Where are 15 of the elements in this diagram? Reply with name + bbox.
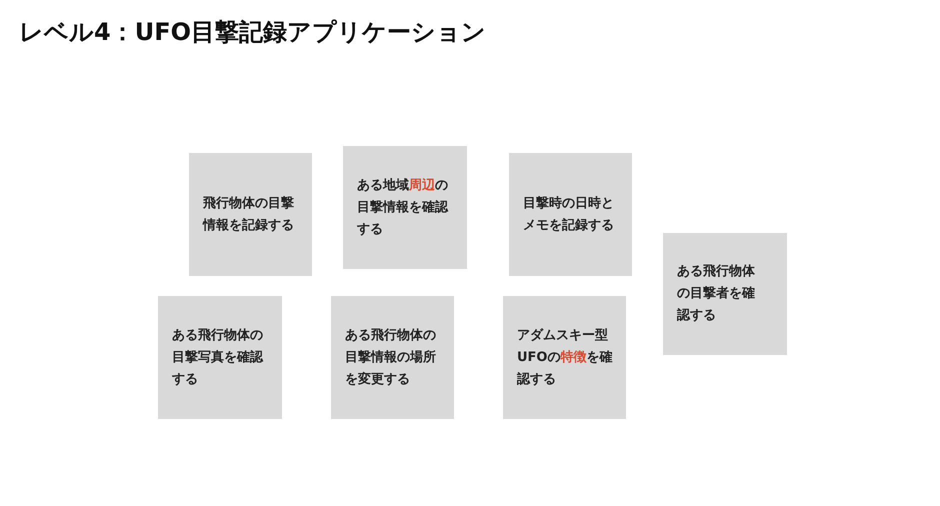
sticky-note <box>331 296 454 419</box>
note-text: ある飛行物体の目撃写真を確認する <box>172 326 264 388</box>
note-text: 目撃時の日時とメモを記録する <box>523 194 615 234</box>
sticky-note <box>158 296 282 419</box>
note-text: アダムスキー型UFOの特徴を確認する <box>517 326 613 388</box>
note-text: ある飛行物体の目撃情報の場所を変更する <box>345 326 437 388</box>
page-title: レベル4：UFO目撃記録アプリケーション <box>19 17 486 48</box>
sticky-note <box>663 233 787 355</box>
note-text: 飛行物体の目撃情報を記録する <box>203 194 295 234</box>
note-text: ある飛行物体の目撃者を確認する <box>677 263 756 325</box>
sticky-note <box>343 146 467 269</box>
sticky-note <box>189 153 312 276</box>
sticky-note <box>503 296 626 419</box>
note-text: ある地域周辺の目撃情報を確認する <box>357 176 450 238</box>
sticky-note <box>509 153 632 276</box>
